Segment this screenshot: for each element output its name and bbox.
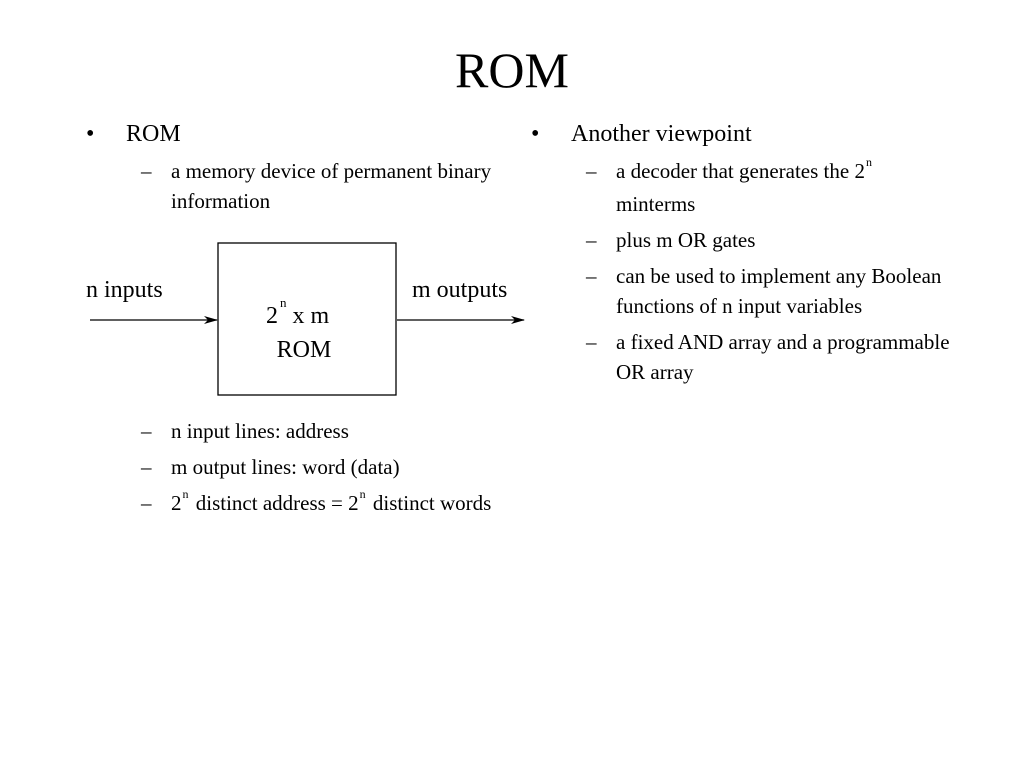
dash-mark: – bbox=[141, 455, 152, 479]
bullet-another-viewpoint: • Another viewpoint bbox=[531, 118, 951, 150]
list-item-and-or-arrays: – a fixed AND array and a programmable O… bbox=[531, 327, 951, 387]
list-item-text: n input lines: address bbox=[171, 419, 349, 443]
left-column: • ROM – a memory device of permanent bin… bbox=[86, 118, 516, 216]
list-item-distinct-words: – 2n distinct address = 2n distinct word… bbox=[86, 487, 516, 521]
list-item-input-lines: – n input lines: address bbox=[86, 416, 516, 446]
list-item-decoder: – a decoder that generates the 2n minter… bbox=[531, 155, 951, 219]
dash-mark: – bbox=[141, 159, 152, 183]
text-fragment: distinct address = 2 bbox=[190, 491, 359, 515]
rom-size-base: 2 bbox=[266, 303, 278, 329]
right-column: • Another viewpoint – a decoder that gen… bbox=[531, 118, 951, 387]
list-item-text: a memory device of permanent binary info… bbox=[171, 159, 492, 213]
list-item-text: a decoder that generates the 2n minterms bbox=[616, 155, 874, 216]
rom-box-name: ROM bbox=[277, 337, 332, 363]
dash-mark: – bbox=[141, 491, 152, 515]
dash-mark: – bbox=[586, 330, 597, 354]
list-item-text: can be used to implement any Boolean fun… bbox=[616, 264, 942, 318]
rom-size-label: 2n x m bbox=[266, 295, 330, 329]
power-base: 2 bbox=[171, 491, 182, 515]
output-label: m outputs bbox=[412, 277, 507, 303]
list-item-text: a fixed AND array and a programmable OR … bbox=[616, 330, 950, 384]
list-item-text: 2n distinct address = 2n distinct words bbox=[171, 487, 492, 515]
dash-mark: – bbox=[586, 159, 597, 183]
slide-title: ROM bbox=[455, 42, 569, 98]
power-exponent: n bbox=[865, 155, 872, 169]
power-exponent: n bbox=[182, 487, 189, 501]
dash-mark: – bbox=[141, 419, 152, 443]
text-fragment: a decoder that generates the 2 bbox=[616, 159, 865, 183]
list-item-or-gates: – plus m OR gates bbox=[531, 225, 951, 255]
dash-mark: – bbox=[586, 264, 597, 288]
text-fragment: minterms bbox=[616, 192, 696, 216]
rom-box bbox=[217, 242, 397, 396]
bullet-rom: • ROM bbox=[86, 118, 516, 150]
power-exponent: n bbox=[359, 487, 366, 501]
rom-lines-list: – n input lines: address – m output line… bbox=[86, 410, 516, 521]
list-item-text: m output lines: word (data) bbox=[171, 455, 400, 479]
dash-mark: – bbox=[586, 228, 597, 252]
bullet-label: ROM bbox=[126, 121, 181, 147]
list-item-boolean-functions: – can be used to implement any Boolean f… bbox=[531, 261, 951, 321]
list-item-text: plus m OR gates bbox=[616, 228, 756, 252]
viewpoint-list: – a decoder that generates the 2n minter… bbox=[531, 155, 951, 387]
list-item-memory-device: – a memory device of permanent binary in… bbox=[86, 156, 516, 216]
rom-definition-list: – a memory device of permanent binary in… bbox=[86, 156, 516, 216]
rom-size-exponent: n bbox=[280, 295, 287, 310]
input-label: n inputs bbox=[86, 277, 163, 303]
bullet-mark: • bbox=[531, 121, 540, 147]
list-item-output-lines: – m output lines: word (data) bbox=[86, 452, 516, 482]
bullet-mark: • bbox=[86, 121, 95, 147]
rom-size-rest: x m bbox=[287, 303, 330, 329]
bullet-label: Another viewpoint bbox=[571, 121, 752, 147]
text-fragment: distinct words bbox=[367, 491, 492, 515]
